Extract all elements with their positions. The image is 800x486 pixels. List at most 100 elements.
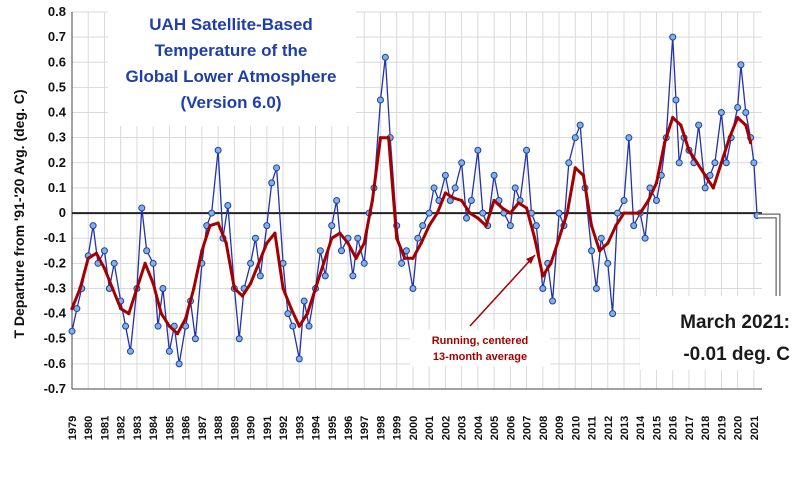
running-average-point — [435, 211, 439, 215]
monthly-series — [68, 33, 761, 368]
x-tick-label-2020: 2020 — [733, 416, 745, 440]
x-tick-label-2010: 2010 — [570, 416, 582, 440]
x-tick-label-2017: 2017 — [684, 416, 696, 440]
callout-bracket-inner — [758, 214, 780, 296]
x-tick-label-1991: 1991 — [262, 416, 274, 440]
y-tick-label-11: -0.3 — [44, 280, 66, 295]
running-average-point — [646, 198, 650, 203]
running-average-point — [427, 224, 431, 228]
chart-title-line-2: Temperature of the — [155, 41, 308, 60]
y-tick-label-7: 0.1 — [48, 180, 66, 195]
annotation-background — [410, 330, 550, 366]
callout-background — [640, 296, 796, 370]
x-tick-label-2013: 2013 — [619, 416, 631, 440]
running-average-point — [143, 261, 147, 265]
x-tick-label-1988: 1988 — [213, 416, 225, 440]
monthly-point — [463, 214, 471, 222]
monthly-point — [523, 146, 531, 154]
x-tick-label-2005: 2005 — [489, 416, 501, 440]
x-tick-label-1998: 1998 — [375, 416, 387, 440]
running-average-point — [695, 161, 699, 165]
running-average-point — [257, 261, 261, 265]
x-tick-label-1979: 1979 — [67, 416, 79, 440]
monthly-point — [360, 259, 368, 267]
monthly-point — [122, 322, 130, 330]
running-average-point — [476, 216, 480, 220]
running-average-point — [719, 161, 724, 165]
monthly-point — [532, 222, 540, 230]
running-average-point — [216, 221, 220, 225]
monthly-point — [419, 222, 427, 230]
x-tick-label-2009: 2009 — [554, 416, 566, 440]
x-tick-label-1990: 1990 — [246, 416, 258, 440]
x-tick-label-2011: 2011 — [587, 416, 599, 440]
x-tick-label-2000: 2000 — [408, 416, 420, 440]
running-average-point — [322, 261, 326, 265]
monthly-point — [458, 159, 466, 167]
title-background — [108, 8, 356, 126]
running-average-point — [70, 306, 74, 311]
monthly-point — [711, 159, 719, 167]
monthly-point — [126, 347, 134, 355]
y-tick-label-6: 0.2 — [48, 155, 66, 170]
monthly-point — [474, 146, 482, 154]
monthly-point — [565, 159, 573, 167]
monthly-point — [467, 197, 475, 204]
monthly-point — [630, 222, 638, 230]
x-tick-label-2015: 2015 — [651, 416, 663, 440]
monthly-point — [588, 247, 596, 255]
x-tick-label-2019: 2019 — [716, 416, 728, 440]
monthly-point — [289, 322, 297, 330]
y-tick-label-5: 0.3 — [48, 130, 66, 145]
running-average-point — [654, 181, 659, 185]
monthly-point — [256, 272, 264, 280]
monthly-point — [425, 209, 433, 217]
running-average-label-line-1: Running, centered — [432, 335, 529, 347]
monthly-point — [191, 335, 199, 343]
running-average-point — [386, 136, 391, 140]
monthly-point — [734, 104, 742, 112]
x-tick-label-2021: 2021 — [749, 416, 761, 440]
running-average-point — [524, 206, 529, 210]
running-average-point — [557, 236, 561, 240]
x-tick-label-1996: 1996 — [343, 416, 355, 440]
annotation-arrow-head — [526, 255, 535, 264]
monthly-point — [652, 197, 660, 204]
x-tick-label-2018: 2018 — [700, 416, 712, 440]
running-average-point — [175, 332, 180, 336]
monthly-point — [549, 297, 557, 305]
latest-value-label-line-2: -0.01 deg. C — [683, 344, 790, 365]
running-average-point — [671, 115, 675, 120]
running-average-series — [70, 115, 753, 336]
running-average-point — [273, 231, 277, 235]
running-average-point — [151, 281, 155, 286]
running-average-point — [102, 266, 107, 270]
monthly-point — [305, 322, 313, 330]
monthly-point — [224, 202, 232, 210]
monthly-point — [414, 234, 422, 242]
running-average-point — [127, 312, 131, 316]
running-average-point — [508, 211, 512, 215]
running-average-point — [565, 211, 569, 215]
x-tick-label-1992: 1992 — [278, 416, 290, 440]
running-average-point — [549, 261, 553, 265]
running-average-point — [200, 249, 204, 253]
running-average-point — [240, 294, 245, 298]
running-average-point — [484, 224, 488, 228]
x-tick-label-2002: 2002 — [440, 416, 452, 440]
monthly-point — [73, 305, 81, 313]
running-average-point — [460, 198, 464, 203]
running-average-point — [224, 241, 228, 245]
y-tick-label-15: -0.7 — [44, 381, 66, 396]
monthly-point — [247, 259, 255, 267]
running-average-point — [614, 224, 618, 228]
monthly-point — [68, 327, 76, 335]
monthly-point — [675, 159, 683, 167]
monthly-point — [592, 284, 600, 292]
x-tick-label-2007: 2007 — [522, 416, 534, 440]
x-tick-label-1987: 1987 — [197, 416, 209, 440]
monthly-point — [669, 33, 677, 41]
x-tick-label-1989: 1989 — [229, 416, 241, 440]
running-average-point — [192, 286, 196, 291]
